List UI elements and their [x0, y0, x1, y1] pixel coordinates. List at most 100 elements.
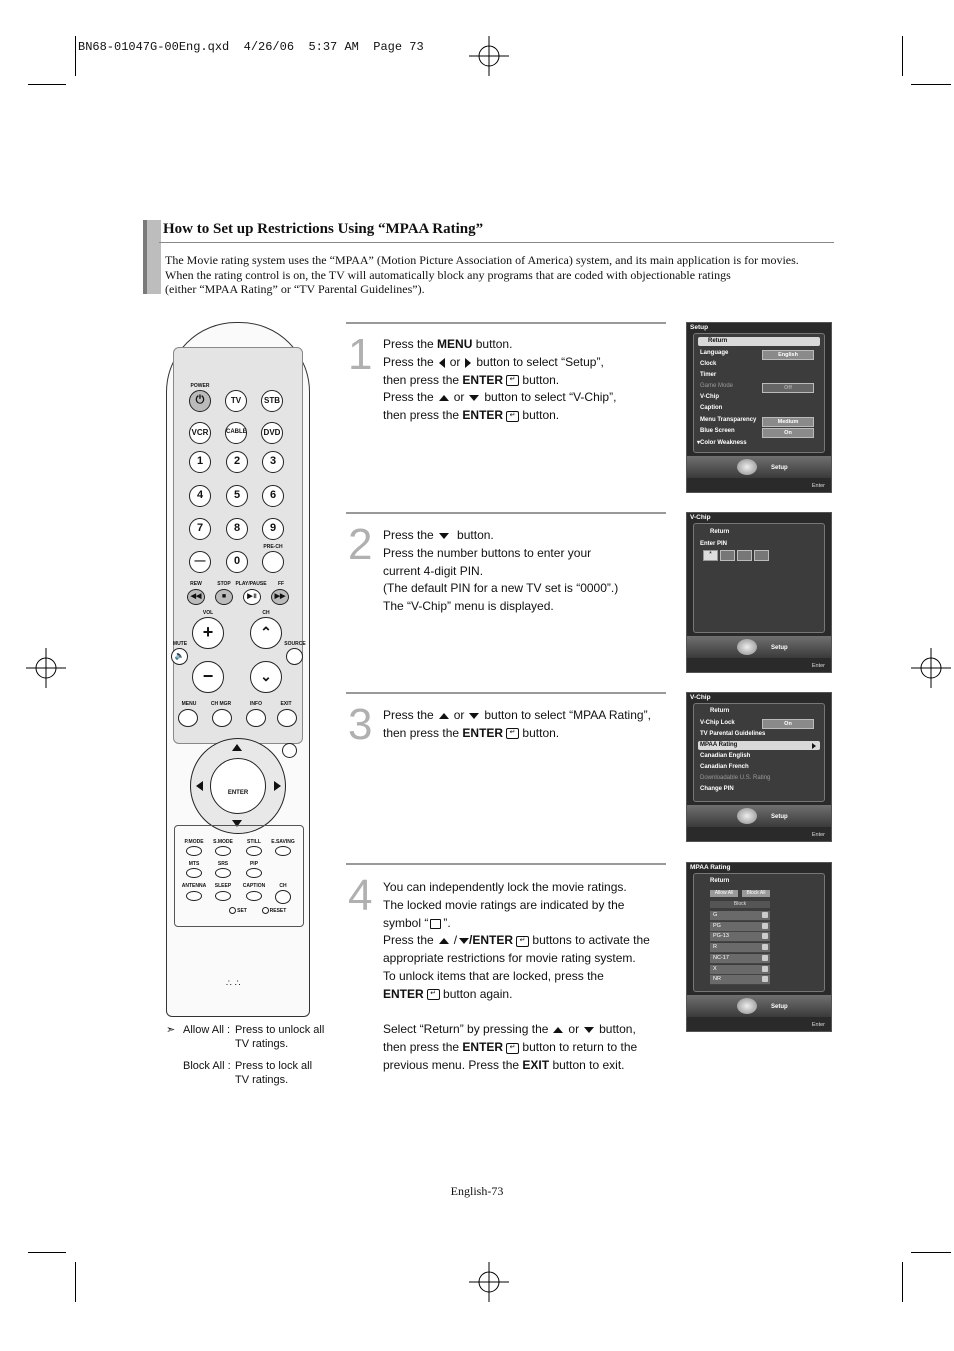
menu-item-blue-screen[interactable]: Blue Screen — [700, 428, 735, 434]
text: then press the — [383, 372, 460, 387]
s-mode-button[interactable] — [215, 846, 231, 856]
rating-row[interactable]: R — [710, 943, 770, 954]
menu-item-return[interactable]: Return — [708, 338, 728, 344]
registration-mark — [26, 648, 66, 688]
antenna-button[interactable] — [186, 891, 202, 901]
source-button[interactable] — [286, 648, 303, 665]
pin-digit-1[interactable]: * — [703, 550, 718, 561]
mts-button[interactable] — [186, 868, 202, 878]
menu-item-timer[interactable]: Timer — [700, 372, 717, 378]
rating-row[interactable]: G — [710, 911, 770, 921]
block-all-button[interactable]: Block All — [742, 890, 770, 897]
pip-button[interactable] — [246, 868, 262, 878]
caption-button[interactable] — [246, 891, 262, 901]
digit-6-button[interactable]: 6 — [262, 485, 284, 507]
enter-button[interactable] — [210, 758, 266, 814]
cable-button[interactable]: CABLE — [225, 422, 247, 444]
pin-digit-3[interactable] — [737, 550, 752, 561]
still-button[interactable] — [246, 846, 262, 856]
play-pause-button[interactable]: ▶॥ — [243, 589, 261, 605]
text: appropriate restrictions for movie ratin… — [383, 951, 636, 966]
text: Select “Return” by pressing the — [383, 1022, 549, 1037]
stop-button[interactable]: ■ — [215, 589, 233, 605]
nav-right-arrow-icon[interactable] — [274, 781, 281, 791]
gear-icon — [737, 639, 757, 655]
rating-row[interactable]: PG-13 — [710, 932, 770, 943]
rating-row[interactable]: NC-17 — [710, 953, 770, 964]
menu-item-change-pin[interactable]: Change PIN — [700, 786, 734, 792]
menu-item-mpaa-rating[interactable]: MPAA Rating — [700, 742, 738, 748]
ch-rocker-button[interactable] — [275, 890, 291, 904]
digit-0-button[interactable]: 0 — [226, 551, 248, 573]
digit-7-button[interactable]: 7 — [189, 518, 211, 540]
set-button[interactable] — [229, 907, 236, 914]
rew-button[interactable]: ◀◀ — [187, 589, 205, 605]
digit-1-button[interactable]: 1 — [189, 451, 211, 473]
dash-button[interactable]: — — [189, 551, 211, 573]
rating-row[interactable]: PG — [710, 921, 770, 932]
vcr-button[interactable]: VCR — [189, 422, 211, 444]
menu-item-return[interactable]: Return — [710, 878, 730, 884]
menu-item-v-chip[interactable]: V-Chip — [700, 394, 719, 400]
light-button[interactable] — [282, 743, 297, 758]
digit-4-button[interactable]: 4 — [189, 485, 211, 507]
menu-item-return[interactable]: Return — [710, 529, 730, 535]
nav-up-arrow-icon[interactable] — [232, 744, 242, 751]
nav-down-arrow-icon[interactable] — [232, 820, 242, 827]
ch-up-button[interactable]: ⌃ — [250, 617, 282, 649]
digit-2-button[interactable]: 2 — [226, 451, 248, 473]
menu-item-caption[interactable]: Caption — [700, 405, 723, 411]
menu-item-return[interactable]: Return — [710, 708, 730, 714]
menu-item-color-weakness[interactable]: ▾Color Weakness — [697, 440, 747, 446]
tv-button[interactable]: TV — [225, 390, 247, 412]
digit-8-button[interactable]: 8 — [226, 518, 248, 540]
footer-label: Setup — [771, 814, 788, 820]
reset-button[interactable] — [262, 907, 269, 914]
menu-item-canadian-french[interactable]: Canadian French — [700, 764, 749, 770]
ch-mgr-button[interactable] — [212, 709, 232, 727]
rating-row[interactable]: NR — [710, 975, 770, 986]
info-button[interactable] — [246, 709, 266, 727]
rating-row[interactable]: X — [710, 964, 770, 975]
ch-down-button[interactable]: ⌄ — [250, 661, 282, 693]
ff-button[interactable]: ▶▶ — [271, 589, 289, 605]
power-button[interactable]: ⏻ — [189, 390, 211, 412]
down-arrow-icon — [584, 1027, 595, 1034]
pin-digit-4[interactable] — [754, 550, 769, 561]
sleep-button[interactable] — [215, 891, 231, 901]
allow-all-button[interactable]: Allow All — [710, 890, 738, 897]
footer-label: Setup — [771, 645, 788, 651]
menu-button[interactable] — [178, 709, 198, 727]
vol-up-button[interactable]: + — [192, 617, 224, 649]
digit-5-button[interactable]: 5 — [226, 485, 248, 507]
down-arrow-icon — [459, 938, 470, 945]
mute-button[interactable]: 🔈 — [171, 648, 188, 665]
menu-item-menu-transparency[interactable]: Menu Transparency — [700, 417, 757, 423]
stb-button[interactable]: STB — [261, 390, 283, 412]
highlight-bar — [698, 741, 820, 750]
menu-item-v-chip-lock[interactable]: V-Chip Lock — [700, 720, 735, 726]
text: The locked movie ratings are indicated b… — [383, 897, 625, 912]
text: current 4-digit PIN. — [383, 563, 484, 578]
digit-9-button[interactable]: 9 — [262, 518, 284, 540]
e-saving-button[interactable] — [275, 846, 291, 856]
srs-button[interactable] — [215, 868, 231, 878]
block-all-text-1: Press to lock all — [235, 1060, 313, 1072]
digit-3-button[interactable]: 3 — [262, 451, 284, 473]
nav-left-arrow-icon[interactable] — [196, 781, 203, 791]
pre-ch-button[interactable] — [262, 551, 284, 573]
menu-item-canadian-english[interactable]: Canadian English — [700, 753, 751, 759]
text: symbol “ — [383, 915, 429, 930]
vol-down-button[interactable]: − — [192, 661, 224, 693]
enter-key: ENTER — [462, 408, 504, 423]
menu-item-language[interactable]: Language — [700, 350, 729, 356]
text: Press the — [383, 528, 434, 542]
enter-hint: Enter — [811, 1022, 825, 1028]
menu-item-tv-parental-guidelines[interactable]: TV Parental Guidelines — [700, 731, 766, 737]
dvd-button[interactable]: DVD — [261, 422, 283, 444]
pin-digit-2[interactable] — [720, 550, 735, 561]
exit-button[interactable] — [277, 709, 297, 727]
footer-label: Setup — [771, 1004, 788, 1010]
p-mode-button[interactable] — [186, 846, 202, 856]
menu-item-clock[interactable]: Clock — [700, 361, 717, 367]
